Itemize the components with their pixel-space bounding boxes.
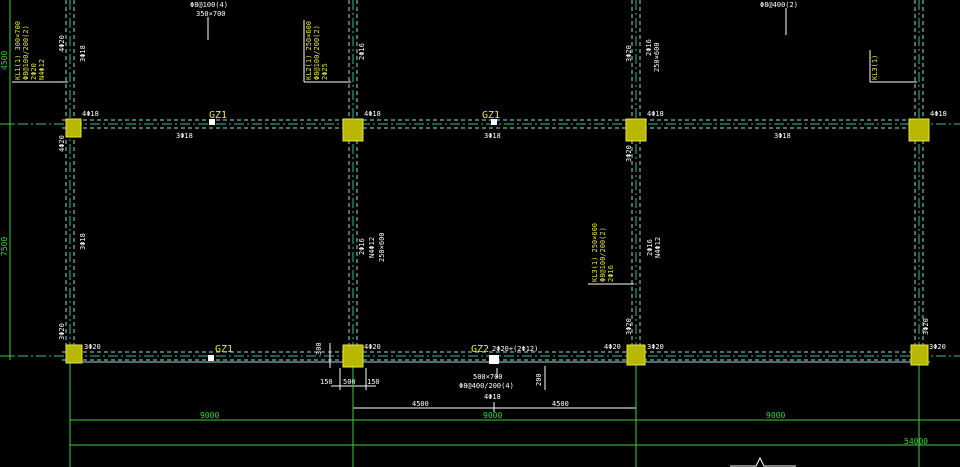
rebar-label: 4Φ18 <box>364 110 381 118</box>
small-dims: 150 500 150 <box>320 378 380 386</box>
column <box>910 344 929 366</box>
beam-tag-line: Φ8@100/200(2) <box>313 25 321 80</box>
rebar-label: 4Φ18 <box>647 110 664 118</box>
rebar-label: 3Φ18 <box>79 45 87 62</box>
beam-tag-line: Φ8@100/200(2) <box>599 227 607 282</box>
rebar-label: 3Φ20 <box>625 145 633 162</box>
rebar-label: 3Φ20 <box>58 323 66 340</box>
beam-tag-kl1: KL1(1) 300×700 Φ8@100/200(2) 2Φ20 N4Φ12 <box>14 21 46 80</box>
rebar-label: 4Φ20 <box>364 343 381 351</box>
rebar-label: 2Φ16 <box>645 39 653 56</box>
dim-text: 54000 <box>904 437 928 446</box>
column <box>65 118 82 138</box>
beam-tag-line: KL2(1) 250×600 <box>305 21 313 80</box>
mid-vertical-texts: 2Φ16 N4Φ12 250×600 2Φ16 <box>358 43 386 262</box>
columns <box>65 118 930 368</box>
rebar-label: 3Φ20 <box>84 343 101 351</box>
rebar-label: 3Φ18 <box>176 132 193 140</box>
beam-size: 500×700 <box>473 373 503 381</box>
rebar-label: 4Φ20 <box>58 35 66 52</box>
stirrup-text: Φ8@100(4) <box>190 1 228 9</box>
gz-label: GZ1 <box>215 344 233 355</box>
column <box>625 118 647 142</box>
rebar-label: N4Φ12 <box>654 237 662 258</box>
rebar-label: 3Φ20 <box>625 45 633 62</box>
rebar-label: 2Φ16 <box>358 43 366 60</box>
column <box>65 344 83 364</box>
rebar-label: 4Φ18 <box>82 110 99 118</box>
beam-tag-line: 2Φ25 <box>321 63 329 80</box>
dim-text: 4500 <box>412 400 429 408</box>
rebar-label: 2Φ16 <box>646 239 654 256</box>
rebar-label: 4Φ18 <box>930 110 947 118</box>
gz-labels: GZ1 GZ1 GZ1 GZ2 <box>209 110 500 355</box>
dim-text: 300 <box>315 342 323 355</box>
beam-tag-line: Φ8@100/200(2) <box>22 25 30 80</box>
dim-text: 7500 <box>0 237 9 256</box>
rebar-label: 3Φ20 <box>922 318 930 335</box>
bottom-beam-annotation: 2Φ20+(2Φ12) 500×700 Φ8@400/200(4) 4Φ18 2… <box>315 342 543 401</box>
corner-rebar-labels: 4Φ18 4Φ18 4Φ18 4Φ18 3Φ20 4Φ20 4Φ20 3Φ20 … <box>82 110 947 351</box>
gz-label: GZ1 <box>482 110 500 121</box>
stirrup-text: Φ8@400(2) <box>760 1 798 9</box>
beam-side-dim: 200 <box>535 373 543 386</box>
column <box>342 344 364 368</box>
beam-tag-line: KL3(1) 250×600 <box>591 223 599 282</box>
dim-text: 4500 <box>552 400 569 408</box>
rebar-label: 3Φ18 <box>484 132 501 140</box>
column <box>342 118 364 142</box>
rebar-label: 4Φ20 <box>604 343 621 351</box>
left-column-texts: 4Φ20 3Φ18 3Φ18 3Φ20 4Φ20 <box>58 35 87 340</box>
dim-text: 9000 <box>766 411 785 420</box>
break-line-symbol <box>730 456 796 467</box>
rebar-label: 3Φ18 <box>79 233 87 250</box>
beam-tag-line: 2Φ20 <box>30 63 38 80</box>
dim-text: 9000 <box>200 411 219 420</box>
dim-text: 500 <box>343 378 356 386</box>
right-vertical-texts: 2Φ16 N4Φ12 3Φ20 3Φ20 3Φ20 2Φ16 250×600 3… <box>625 39 930 335</box>
rebar-label: N4Φ12 <box>368 237 376 258</box>
dim-text: 9000 <box>483 411 502 420</box>
dim-text: 150 <box>367 378 380 386</box>
beam-bottom-rebar: 4Φ18 <box>484 393 501 401</box>
beam-tag-line: N4Φ12 <box>38 59 46 80</box>
beam-tag-kl3-top: KL3(1) <box>871 55 879 80</box>
beam-tag-line: KL1(1) 300×700 <box>14 21 22 80</box>
rebar-label: 250×600 <box>378 232 386 262</box>
span-rebar-labels: 3Φ18 3Φ18 3Φ18 <box>176 132 791 140</box>
beam-main-rebar: 2Φ20+(2Φ12) <box>492 345 538 353</box>
beam-tag-kl2: KL2(1) 250×600 Φ8@100/200(2) 2Φ25 <box>305 21 329 80</box>
beam-stirrup: Φ8@400/200(4) <box>459 382 514 390</box>
half-span-dims: 4500 4500 <box>412 400 569 408</box>
beam-tag-kl3: KL3(1) 250×600 Φ8@100/200(2) 2Φ16 <box>591 223 615 282</box>
rebar-label: 3Φ20 <box>929 343 946 351</box>
top-annotations: Φ8@100(4) 350×700 Φ8@400(2) <box>190 1 798 18</box>
rebar-label: 3Φ20 <box>647 343 664 351</box>
section-size-text: 350×700 <box>196 10 226 18</box>
rebar-label: 4Φ20 <box>58 135 66 152</box>
rebar-label: 250×600 <box>653 42 661 72</box>
column <box>626 344 646 366</box>
green-dimension-texts: 9000 9000 9000 54000 4500 7500 <box>0 51 928 446</box>
rebar-label: 3Φ18 <box>774 132 791 140</box>
dim-text: 4500 <box>0 51 9 70</box>
gz-markers <box>208 119 499 364</box>
gz-label: GZ2 <box>471 344 489 355</box>
column <box>908 118 930 142</box>
dim-text: 150 <box>320 378 333 386</box>
rebar-label: 3Φ20 <box>625 318 633 335</box>
beam-tag-line: 2Φ16 <box>607 265 615 282</box>
gz-label: GZ1 <box>209 110 227 121</box>
rebar-label: 2Φ16 <box>358 238 366 255</box>
